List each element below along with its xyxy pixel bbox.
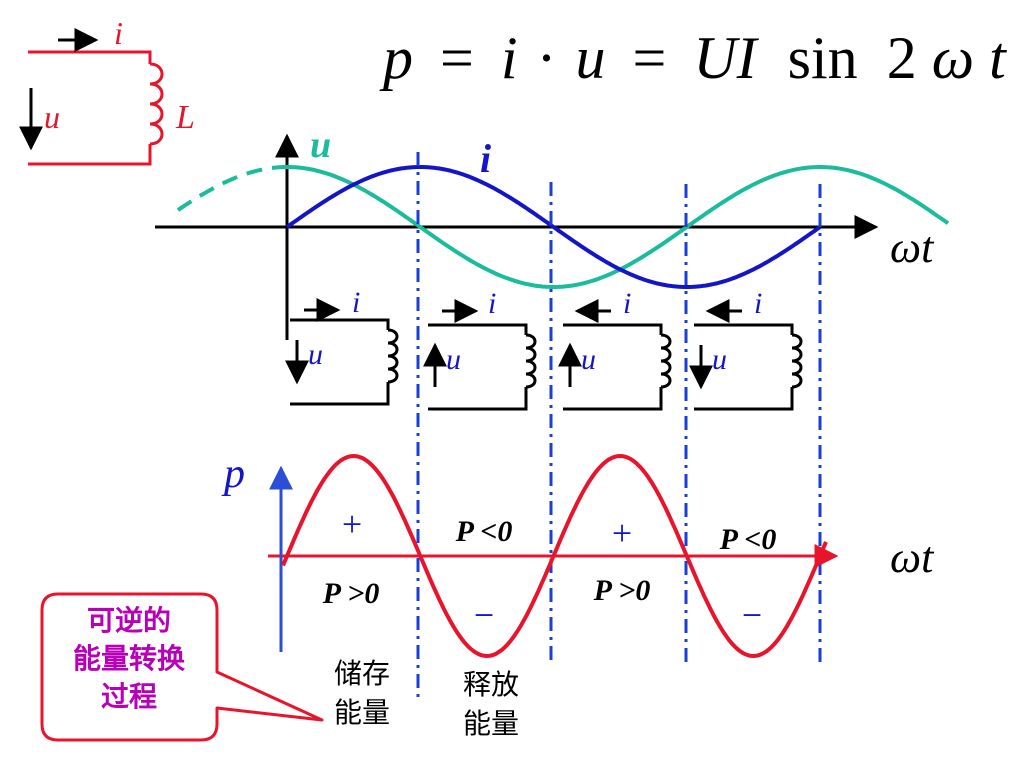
formula-eq2: = [633, 25, 667, 91]
release-energy-line1: 释放 [463, 668, 519, 701]
i-curve [285, 165, 822, 289]
formula-sin: sin [788, 25, 858, 91]
p-label: p [221, 451, 245, 497]
formula-p: p [379, 25, 413, 91]
power-formula: p = i · u = UI sin 2 ω t [379, 25, 1007, 91]
circuit-voltage-label: u [44, 99, 60, 135]
formula-i: i [501, 25, 518, 91]
mini-current-label: i [754, 287, 762, 320]
inductor-circuit: i u L [18, 15, 195, 166]
mini-circuit: i u [423, 287, 537, 411]
formula-eq1: = [440, 25, 474, 91]
mini-voltage-label: u [712, 343, 727, 376]
mini-current-label: i [488, 287, 496, 320]
formula-two: 2 [887, 25, 917, 91]
sign-4: − [742, 595, 762, 635]
release-energy-line2: 能量 [463, 707, 519, 740]
formula-UI: UI [693, 25, 759, 91]
p-curve [281, 453, 828, 659]
mini-current-label: i [352, 286, 360, 319]
formula-omega: ω [932, 25, 974, 91]
formula-u: u [576, 25, 606, 91]
u-label: u [310, 124, 331, 166]
store-energy-line1: 储存 [334, 657, 390, 690]
sign-3: + [612, 513, 632, 553]
callout-line-1: 可逆的 [86, 604, 171, 637]
condition-2: P <0 [455, 515, 513, 548]
condition-1: P >0 [322, 577, 380, 610]
u-curve [287, 165, 950, 289]
callout-line-2: 能量转换 [72, 642, 185, 675]
u-curve-dashed [176, 165, 287, 212]
condition-3: P >0 [593, 574, 651, 607]
callout-text: 可逆的 能量转换 过程 [44, 602, 214, 716]
waveform-plot: u i ωt [155, 124, 950, 340]
mini-circuit: i u [689, 287, 803, 411]
mini-current-label: i [623, 287, 631, 320]
mini-circuit: i u [558, 287, 672, 411]
circuit-current-label: i [114, 15, 123, 51]
inductor-label: L [175, 99, 195, 136]
i-label: i [480, 136, 491, 181]
mini-circuit: i u [285, 286, 399, 406]
mini-voltage-label: u [308, 338, 323, 371]
mini-voltage-label: u [446, 343, 461, 376]
quarter-dividers [416, 152, 822, 700]
store-energy-line2: 能量 [334, 696, 390, 729]
sign-2: − [474, 595, 494, 635]
formula-dot: · [537, 25, 557, 91]
power-x-label: ωt [890, 533, 935, 582]
condition-4: P <0 [719, 523, 777, 556]
wave-x-label: ωt [890, 223, 935, 272]
callout-bubble [40, 592, 324, 742]
power-plot: p ωt + − + − P >0 P <0 P >0 P <0 [221, 451, 935, 659]
mini-voltage-label: u [581, 343, 596, 376]
sign-1: + [342, 504, 362, 544]
callout-line-3: 过程 [100, 680, 157, 713]
formula-t: t [989, 25, 1007, 91]
